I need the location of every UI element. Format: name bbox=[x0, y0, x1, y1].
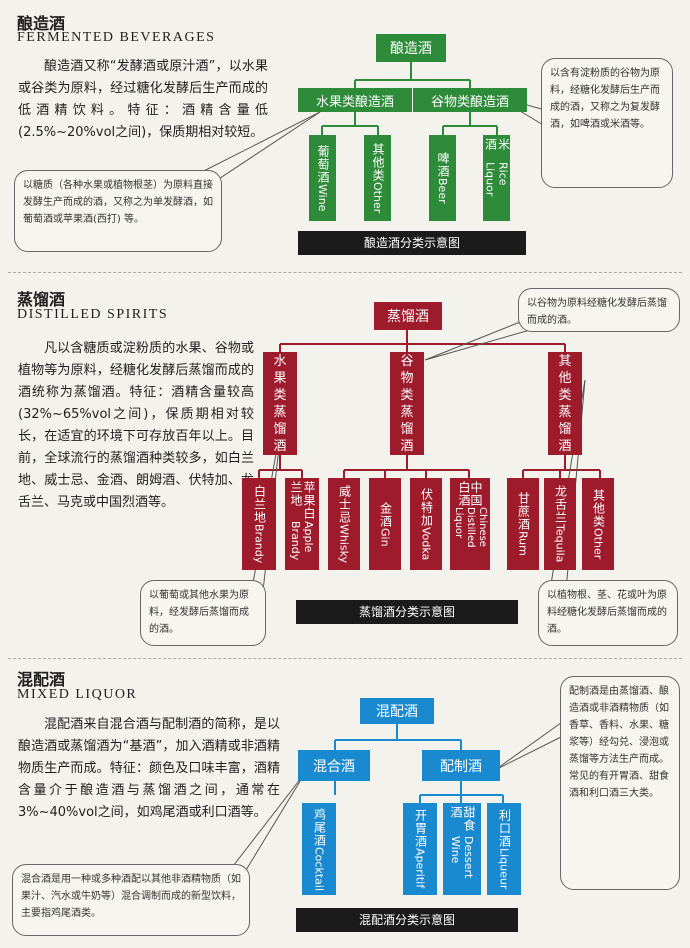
section1-paragraph: 酿造酒又称“发酵酒或原汁酒”，以水果或谷类为原料，经过糖化发酵后生产而成的低酒精… bbox=[18, 59, 268, 140]
leaf-en: Brandy bbox=[252, 523, 266, 564]
leaf-en: Wine bbox=[316, 183, 329, 212]
leaf-cn: 伏特加 bbox=[419, 487, 434, 527]
section2-note-right: 以植物根、茎、花或叶为原料经糖化发酵后蒸馏而成的酒。 bbox=[538, 580, 678, 646]
note-text: 以谷物为原料经糖化发酵后蒸馏而成的酒。 bbox=[527, 298, 667, 326]
section1-note-right: 以含有淀粉质的谷物为原料，经糖化发酵后生产而成的酒，又称之为复发酵酒，如啤酒或米… bbox=[541, 58, 673, 188]
leaf-en: Rice Liquor bbox=[483, 161, 510, 197]
branch-label: 其他类蒸馏酒 bbox=[558, 353, 572, 454]
leaf-rice-liquor: 米酒 Rice Liquor bbox=[483, 135, 511, 221]
note-text: 以糖质（各种水果或植物根茎）为原料直接发酵生产而成的酒，又称之为单发酵酒，如葡萄… bbox=[23, 180, 213, 225]
section2-paragraph: 凡以含糖质或淀粉质的水果、谷物或植物等为原料，经糖化发酵后蒸馏而成的酒统称为蒸馏… bbox=[18, 341, 254, 510]
leaf-en: Cocktail bbox=[312, 846, 326, 891]
fruit-distilled-node: 水果类蒸馏酒 bbox=[263, 352, 297, 455]
section3-title-cn: 混配酒 bbox=[17, 670, 66, 689]
leaf-cn: 开胃酒 bbox=[413, 809, 428, 849]
section1-title-cn: 酿造酒 bbox=[17, 14, 66, 33]
leaf-cn: 龙舌兰 bbox=[553, 485, 568, 525]
leaf-en: Vodka bbox=[419, 526, 433, 561]
section3-caption: 混配酒分类示意图 bbox=[296, 908, 518, 932]
note-text: 以植物根、茎、花或叶为原料经糖化发酵后蒸馏而成的酒。 bbox=[547, 590, 667, 635]
mixed-drink-node: 混合酒 bbox=[298, 750, 370, 781]
leaf-en: Tequila bbox=[553, 524, 567, 563]
section3-note-right: 配制酒是由蒸馏酒、酿造酒或非酒精物质（如香草、香料、水果、糖浆等）经勾兑、浸泡或… bbox=[560, 676, 680, 890]
leaf-cn: 葡萄酒 bbox=[316, 144, 330, 184]
leaf-en: Liqueur bbox=[497, 847, 511, 890]
section2-note-left: 以葡萄或其他水果为原料，经发酵后蒸馏而成的酒。 bbox=[140, 580, 266, 646]
branch-label: 水果类蒸馏酒 bbox=[273, 353, 287, 454]
other-distilled-node: 其他类蒸馏酒 bbox=[548, 352, 582, 455]
leaf-dessert-wine: 甜食酒 Dessert Wine bbox=[443, 803, 481, 895]
leaf-cn: 甜食酒 bbox=[449, 806, 476, 832]
section1-note-left: 以糖质（各种水果或植物根茎）为原料直接发酵生产而成的酒，又称之为单发酵酒，如葡萄… bbox=[14, 170, 222, 252]
section-divider bbox=[8, 658, 682, 659]
leaf-cn: 金酒 bbox=[378, 501, 393, 528]
note-text: 以含有淀粉质的谷物为原料，经糖化发酵后生产而成的酒，又称之为复发酵酒，如啤酒或米… bbox=[550, 68, 660, 130]
leaf-cn: 利口酒 bbox=[497, 808, 512, 848]
grain-fermented-node: 谷物类酿造酒 bbox=[413, 88, 527, 112]
branch-label: 谷物类蒸馏酒 bbox=[400, 353, 414, 454]
leaf-cn: 其他类 bbox=[371, 142, 385, 182]
section2-title-cn: 蒸馏酒 bbox=[17, 290, 66, 309]
leaf-cn: 啤酒 bbox=[436, 152, 450, 179]
section-divider bbox=[8, 272, 682, 273]
note-text: 配制酒是由蒸馏酒、酿造酒或非酒精物质（如香草、香料、水果、糖浆等）经勾兑、浸泡或… bbox=[569, 686, 669, 799]
section1-caption: 酿造酒分类示意图 bbox=[298, 231, 526, 255]
leaf-en: Gin bbox=[378, 527, 392, 547]
leaf-cn: 中国白酒 bbox=[457, 481, 483, 507]
leaf-en: Apple Brandy bbox=[289, 521, 315, 561]
note-text: 以葡萄或其他水果为原料，经发酵后蒸馏而成的酒。 bbox=[149, 590, 249, 635]
grain-distilled-node: 谷物类蒸馏酒 bbox=[390, 352, 424, 455]
leaf-en: Whisky bbox=[337, 523, 351, 564]
leaf-cn: 白兰地 bbox=[252, 484, 267, 524]
compounded-liquor-node: 配制酒 bbox=[422, 750, 500, 781]
leaf-en: Chinese Distilled Liquor bbox=[453, 507, 488, 548]
section2-caption: 蒸馏酒分类示意图 bbox=[296, 600, 518, 624]
leaf-cn: 其他类 bbox=[591, 488, 606, 528]
leaf-en: Beer bbox=[436, 178, 449, 204]
leaf-en: Other bbox=[591, 527, 605, 560]
section2-note-top: 以谷物为原料经糖化发酵后蒸馏而成的酒。 bbox=[518, 288, 680, 332]
note-text: 混合酒是用一种或多种酒配以其他非酒精物质（如果汁、汽水或牛奶等）混合调制而成的新… bbox=[21, 874, 241, 919]
distilled-root-node: 蒸馏酒 bbox=[374, 302, 442, 330]
fermented-root-node: 酿造酒 bbox=[376, 34, 446, 62]
leaf-en: Other bbox=[371, 181, 384, 214]
leaf-cn: 米酒 bbox=[483, 138, 511, 151]
leaf-en: Aperitif bbox=[413, 848, 427, 889]
leaf-en: Dessert Wine bbox=[449, 835, 475, 879]
leaf-cn: 威士忌 bbox=[337, 484, 352, 524]
leaf-cn: 鸡尾酒 bbox=[312, 807, 327, 847]
section2-title-en: DISTILLED SPIRITS bbox=[17, 307, 169, 322]
section1-title-en: FERMENTED BEVERAGES bbox=[17, 30, 216, 45]
leaf-cn: 苹果白兰地 bbox=[289, 481, 316, 520]
section3-paragraph: 混配酒来自混合酒与配制酒的简称，是以酿造酒或蒸馏酒为“基酒”，加入酒精或非酒精物… bbox=[18, 717, 280, 820]
mixed-root-node: 混配酒 bbox=[360, 698, 434, 724]
fruit-fermented-node: 水果类酿造酒 bbox=[298, 88, 412, 112]
section3-note-left: 混合酒是用一种或多种酒配以其他非酒精物质（如果汁、汽水或牛奶等）混合调制而成的新… bbox=[12, 864, 250, 936]
leaf-cn: 甘蔗酒 bbox=[516, 492, 531, 532]
section3-title-en: MIXED LIQUOR bbox=[17, 687, 138, 702]
leaf-en: Rum bbox=[516, 531, 530, 556]
